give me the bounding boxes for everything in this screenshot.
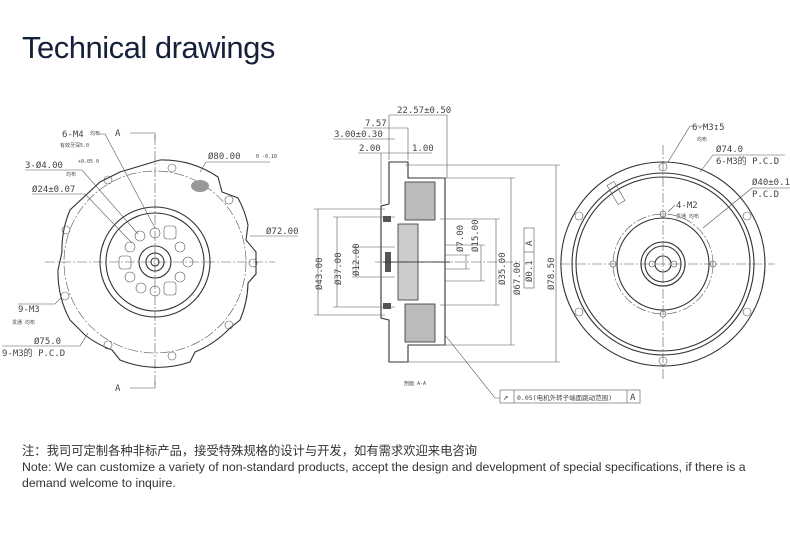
label-9-m3: 9-M3 — [18, 305, 40, 315]
dim-d7: Ø7.00 — [455, 225, 466, 252]
dim-d15: Ø15.00 — [470, 219, 481, 252]
label-4-m2: 4-M2 — [676, 201, 698, 211]
dim-d12: Ø12.00 — [351, 243, 362, 276]
label-pcd-9-m3: 9-M3的 P.C.D — [2, 347, 65, 359]
dim-d37: Ø37.00 — [333, 252, 344, 285]
dim-1-00: 1.00 — [412, 144, 434, 154]
label-pcd-6-m3: 6-M3的 P.C.D — [716, 155, 779, 167]
section-marker-bottom: A — [115, 384, 121, 394]
runout-icon: ↗ — [503, 393, 508, 403]
section-view: 22.57±0.50 7.57 3.00±0.30 2.00 1.00 Ø43.… — [314, 106, 641, 404]
svg-text:A: A — [525, 240, 535, 246]
note-chinese: 注：我司可定制各种非标产品，接受特殊规格的设计与开发，如有需求欢迎来电咨询 — [22, 444, 477, 458]
label-d80: Ø80.00 — [208, 151, 241, 162]
svg-text:均布: 均布 — [66, 171, 76, 178]
label-6-m3: 6-M3↧5 — [692, 123, 725, 133]
svg-text:贯通 均布: 贯通 均布 — [12, 319, 35, 326]
dim-d78-5: Ø78.50 — [546, 257, 557, 290]
dim-d43: Ø43.00 — [314, 257, 325, 290]
label-d24: Ø24±0.07 — [32, 184, 75, 195]
dim-22-57: 22.57±0.50 — [397, 106, 451, 116]
tolerance-runout: 0.05(电机外转子端面跳动范围) — [517, 393, 612, 402]
dim-2-00: 2.00 — [359, 144, 381, 154]
label-d75: Ø75.0 — [34, 336, 61, 347]
label-3-holes: 3-Ø4.00 — [25, 160, 63, 171]
svg-text:A: A — [630, 393, 636, 403]
svg-text:+0.05 0: +0.05 0 — [78, 159, 99, 165]
page-title: Technical drawings — [22, 30, 275, 65]
svg-text:均布: 均布 — [697, 136, 707, 143]
svg-text:均布: 均布 — [90, 130, 100, 137]
section-marker-top: A — [115, 129, 121, 139]
note-english: Note: We can customize a variety of non-… — [22, 460, 746, 490]
label-d72: Ø72.00 — [266, 226, 299, 237]
svg-text:0 -0.10: 0 -0.10 — [256, 154, 277, 160]
section-caption: 剖面 A-A — [404, 380, 426, 387]
rear-view: 6-M3↧5 均布 Ø74.0 6-M3的 P.C.D Ø40±0.1 P.C.… — [560, 123, 790, 380]
label-d40: Ø40±0.1 — [752, 177, 790, 188]
tolerance-coaxiality: Ø0.1 — [524, 260, 535, 282]
notes: 注：我司可定制各种非标产品，接受特殊规格的设计与开发，如有需求欢迎来电咨询 No… — [22, 443, 782, 491]
dim-3-00: 3.00±0.30 — [334, 130, 383, 140]
label-d74: Ø74.0 — [716, 144, 743, 155]
front-view: A A 6-M4 均布 有效牙深5.0 3-Ø4.00 +0.05 0 均布 Ø… — [2, 129, 299, 394]
dim-d67: Ø67.00 — [512, 262, 523, 295]
label-pcd-d40: P.C.D — [752, 190, 779, 200]
svg-text:有效牙深5.0: 有效牙深5.0 — [60, 142, 89, 149]
dim-7-57: 7.57 — [365, 119, 387, 129]
label-6-m4: 6-M4 — [62, 130, 84, 140]
dim-d35: Ø35.00 — [497, 252, 508, 285]
svg-text:贯通 均布: 贯通 均布 — [676, 213, 699, 220]
